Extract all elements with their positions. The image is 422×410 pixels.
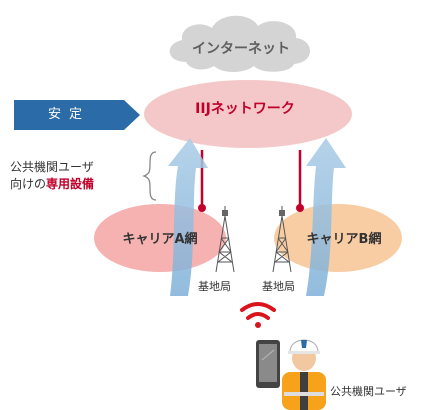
carrier-a-label: キャリアA網 <box>122 232 198 247</box>
description-highlight: 専用設備 <box>46 177 95 191</box>
status-badge-shape <box>14 100 140 130</box>
carrier-b-label: キャリアB網 <box>306 232 382 247</box>
iij-network-label: IIJネットワーク <box>195 101 295 117</box>
dedicated-link-b <box>296 150 304 212</box>
base-station-tower-b <box>272 206 292 273</box>
status-badge-label: 安定 <box>47 107 90 122</box>
description-line2: 向けの専用設備 <box>10 175 94 192</box>
internet-cloud <box>169 15 310 72</box>
internet-label: インターネット <box>192 41 290 57</box>
user-label: 公共機関ユーザ <box>330 385 407 398</box>
carrier-b-ellipse <box>274 204 402 272</box>
wifi-icon <box>240 302 276 328</box>
curly-brace <box>141 151 157 201</box>
base-station-label-b: 基地局 <box>262 280 295 293</box>
worker-icon <box>282 339 326 410</box>
description-line1: 公共機関ユーザ <box>10 160 94 174</box>
uplink-arrow-a <box>168 138 208 296</box>
uplink-arrow-b <box>306 138 346 296</box>
base-station-label-a: 基地局 <box>198 280 231 293</box>
description-prefix: 向けの <box>10 177 47 191</box>
iij-network-ellipse <box>144 80 352 148</box>
base-station-tower-a <box>215 206 235 273</box>
tablet-icon <box>256 340 280 388</box>
